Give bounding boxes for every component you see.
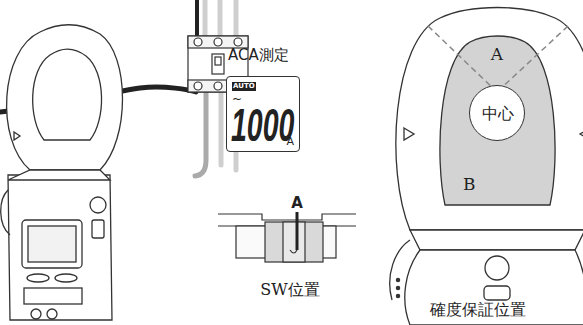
zone-label: B — [463, 176, 476, 193]
reading-value: 1000 — [231, 102, 294, 148]
center-circle: 中心 — [469, 85, 525, 141]
caption: SW位置 — [260, 282, 319, 298]
center-label: 中心 — [482, 106, 514, 122]
section-heading: ACA測定 — [228, 48, 289, 63]
wires — [0, 0, 236, 176]
accuracy-zone: 中心 A B — [447, 36, 549, 206]
rotary-switch — [218, 212, 356, 262]
lcd-display: ACA測定AUTO~1000A — [226, 48, 300, 152]
unit-symbol: A — [286, 136, 294, 147]
caption: 確度保証位置 — [430, 302, 526, 318]
auto-indicator: AUTO — [232, 82, 256, 91]
clamp-head — [390, 8, 583, 325]
clamp-meter — [1, 25, 123, 320]
zone-label: A — [491, 46, 503, 63]
switch-mark: A — [291, 196, 303, 211]
dashed-guide — [428, 26, 568, 92]
